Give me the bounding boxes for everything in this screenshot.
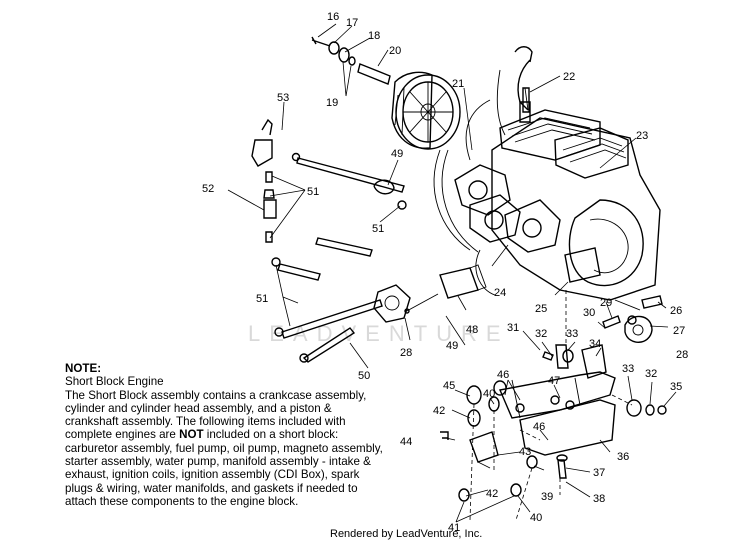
- spark-plug: [522, 87, 530, 113]
- callout-51-lower: 51: [256, 293, 268, 305]
- callout-26: 26: [670, 305, 682, 317]
- callout-42-lower: 42: [486, 488, 498, 500]
- callout-38: 38: [593, 493, 605, 505]
- callout-34: 34: [589, 338, 601, 350]
- spark-plug-wire: [496, 69, 529, 136]
- callout-46-lower: 46: [533, 421, 545, 433]
- callout-44: 44: [400, 436, 412, 448]
- callout-49-upper: 49: [391, 148, 403, 160]
- callout-51-upper: 51: [307, 186, 319, 198]
- callout-23: 23: [636, 130, 648, 142]
- note-title: NOTE:: [65, 362, 102, 375]
- engine-mount-brackets: [499, 344, 616, 456]
- callout-28-right: 28: [676, 349, 688, 361]
- callout-48: 48: [466, 324, 478, 336]
- callout-52: 52: [202, 183, 214, 195]
- callout-labels: 16 17 18 19 20 21 22 23 24 25 26 27 28 2…: [202, 11, 688, 534]
- callout-41: 41: [448, 522, 460, 534]
- hose-clamp: [373, 179, 395, 195]
- note-body-text-continued: included on a short block: carburetor as…: [65, 428, 383, 508]
- callout-35: 35: [670, 381, 682, 393]
- callout-30: 30: [583, 307, 595, 319]
- oil-pump-assembly: [251, 118, 407, 363]
- short-block-note: NOTE: Short Block Engine The Short Block…: [65, 362, 387, 508]
- callout-49-lower: 49: [446, 340, 458, 352]
- callout-32-right: 32: [645, 368, 657, 380]
- callout-21: 21: [452, 78, 464, 90]
- mount-bushings: [458, 380, 667, 502]
- callout-47: 47: [548, 375, 560, 387]
- engine-block: [491, 46, 661, 301]
- pulley-fasteners: [311, 36, 391, 85]
- pump-cover-left: [373, 284, 411, 323]
- callout-39: 39: [541, 491, 553, 503]
- callout-51-middle: 51: [372, 223, 384, 235]
- callout-18: 18: [368, 30, 380, 42]
- cdi-box: [404, 264, 487, 314]
- note-body-text: The Short Block assembly contains a cran…: [65, 388, 367, 442]
- callout-46-upper: 46: [497, 369, 509, 381]
- callout-17: 17: [346, 17, 358, 29]
- callout-31: 31: [507, 322, 519, 334]
- callout-45: 45: [443, 380, 455, 392]
- callout-19: 19: [326, 97, 338, 109]
- leader-lines: [227, 23, 677, 523]
- note-body: The Short Block assembly contains a cran…: [65, 389, 387, 509]
- callout-25: 25: [535, 303, 547, 315]
- callout-40-lower: 40: [530, 512, 542, 524]
- recoil-starter: [391, 71, 461, 150]
- callout-36: 36: [617, 451, 629, 463]
- callout-37: 37: [593, 467, 605, 479]
- assembly-guide-lines: [469, 394, 633, 521]
- callout-32-left: 32: [535, 328, 547, 340]
- carburetor-assembly: [433, 99, 561, 296]
- callout-33-right: 33: [622, 363, 634, 375]
- callout-24: 24: [494, 287, 506, 299]
- note-subtitle: Short Block Engine: [65, 375, 164, 389]
- right-mount-parts: [565, 290, 663, 350]
- callout-28-left: 28: [400, 347, 412, 359]
- callout-27: 27: [673, 325, 685, 337]
- note-body-emphasis: NOT: [179, 428, 204, 442]
- callout-43: 43: [519, 446, 531, 458]
- callout-33-left: 33: [566, 328, 578, 340]
- callout-20: 20: [389, 45, 401, 57]
- callout-50: 50: [358, 370, 370, 382]
- render-credit: Rendered by LeadVenture, Inc.: [330, 528, 483, 540]
- callout-53: 53: [277, 92, 289, 104]
- callout-42-upper: 42: [433, 405, 445, 417]
- callout-29: 29: [600, 297, 612, 309]
- callout-40-upper: 40: [483, 388, 495, 400]
- callout-16: 16: [327, 11, 339, 23]
- callout-22: 22: [563, 71, 575, 83]
